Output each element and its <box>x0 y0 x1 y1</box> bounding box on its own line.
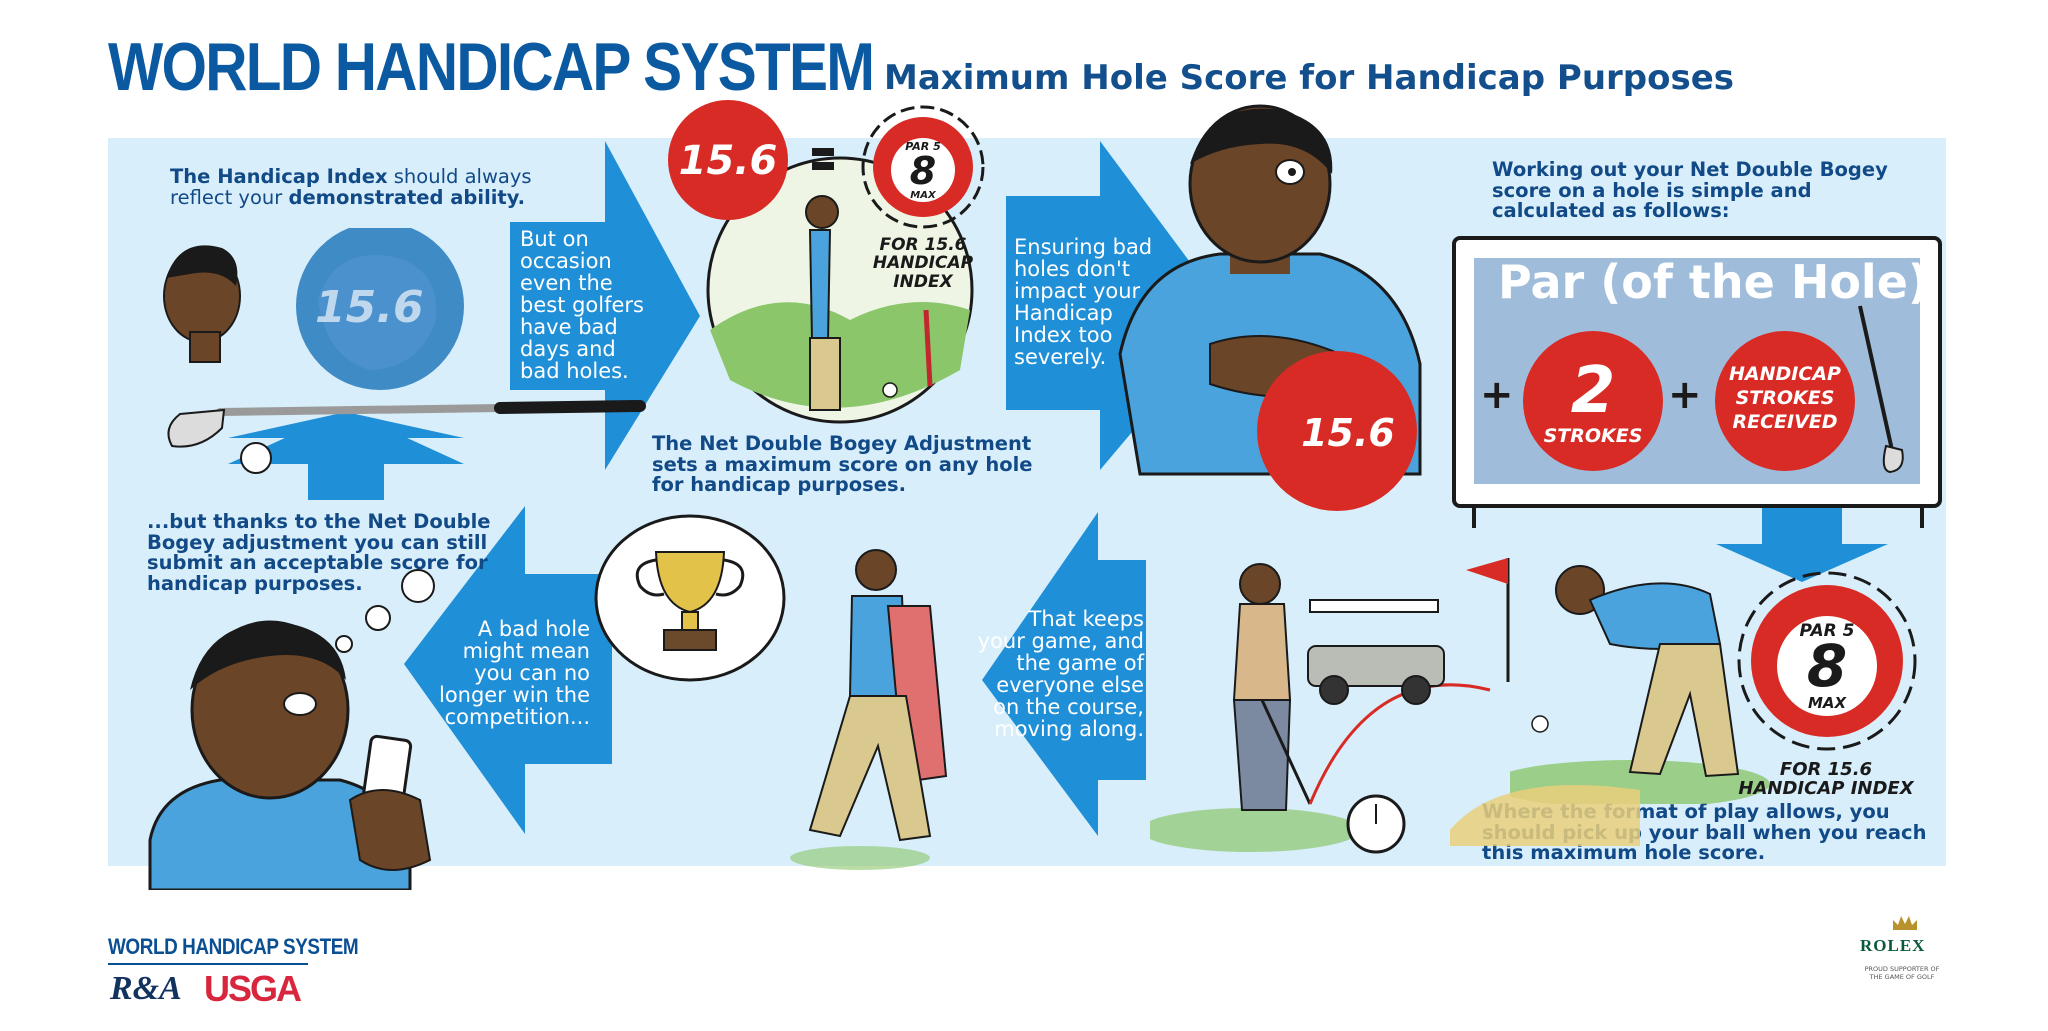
equals-icon <box>812 148 834 170</box>
handicap-strokes-received-badge: HANDICAP STROKES RECEIVED <box>1715 331 1855 471</box>
page-title: WORLD HANDICAP SYSTEM <box>108 29 875 105</box>
arrow-down <box>1716 508 1888 582</box>
golfer-with-phone-illustration <box>148 620 432 890</box>
svg-text:STROKES: STROKES <box>1544 425 1643 447</box>
putting-golfer-illustration <box>1150 563 1491 854</box>
whs-logo: WORLD HANDICAP SYSTEM <box>108 934 359 959</box>
ra-logo: R&A <box>110 970 182 1007</box>
svg-text:8: 8 <box>1807 632 1847 700</box>
thought-dots <box>335 569 435 653</box>
logo-divider <box>108 963 308 965</box>
index-bubble-value: 15.6 <box>315 282 424 333</box>
golf-cart-illustration <box>1307 599 1445 705</box>
page-subtitle: Maximum Hole Score for Handicap Purposes <box>884 58 1735 98</box>
formula-header: Par (of the Hole) <box>1498 255 1929 309</box>
svg-text:RECEIVED: RECEIVED <box>1732 411 1837 433</box>
golfer-holding-index-illustration <box>1118 104 1422 476</box>
trophy-thought-bubble <box>594 514 786 682</box>
svg-text:PAR 5: PAR 5 <box>905 140 941 153</box>
svg-text:MAX: MAX <box>1808 694 1848 712</box>
arrow-up-head <box>228 410 464 464</box>
arrow-left-2 <box>982 512 1146 836</box>
club-on-board-illustration <box>1858 305 1904 474</box>
rolex-logo: ROLEX <box>1860 936 1926 955</box>
usga-logo: USGA <box>204 968 302 1009</box>
handicap-index-text: The Handicap Index should always reflect… <box>170 165 532 209</box>
svg-text:PAR 5: PAR 5 <box>1800 621 1855 641</box>
svg-text:8: 8 <box>910 149 936 193</box>
arrow-right-1 <box>510 141 700 470</box>
index-ball-badge: 15.6 <box>1257 351 1417 511</box>
svg-text:2: 2 <box>1571 354 1616 428</box>
bunker-illustration <box>1450 785 1640 846</box>
svg-text:MAX: MAX <box>910 190 937 201</box>
rolex-crown-icon <box>1893 916 1917 930</box>
strokes-badge: 2 STROKES <box>1523 331 1663 471</box>
walking-golfer-illustration <box>790 549 948 870</box>
svg-text:15.6: 15.6 <box>679 138 778 184</box>
plus-sign-1: + <box>1480 372 1514 418</box>
flag-icon <box>1466 558 1510 682</box>
plus-sign-2: + <box>1668 372 1702 418</box>
svg-text:HANDICAP: HANDICAP <box>1729 363 1841 385</box>
index-badge-top: 15.6 <box>668 100 788 220</box>
golfer-head-illustration <box>163 228 464 390</box>
max-score-badge-bottom: PAR 5 8 MAX <box>1737 571 1917 751</box>
arrow-right-2 <box>1006 141 1230 470</box>
max-score-badge-top: PAR 5 8 MAX <box>861 105 985 229</box>
arrow-left-1 <box>404 506 612 834</box>
svg-text:15.6: 15.6 <box>1301 411 1395 455</box>
svg-text:15.6: 15.6 <box>315 282 424 333</box>
golf-club-illustration <box>167 400 646 474</box>
svg-text:STROKES: STROKES <box>1736 387 1835 409</box>
